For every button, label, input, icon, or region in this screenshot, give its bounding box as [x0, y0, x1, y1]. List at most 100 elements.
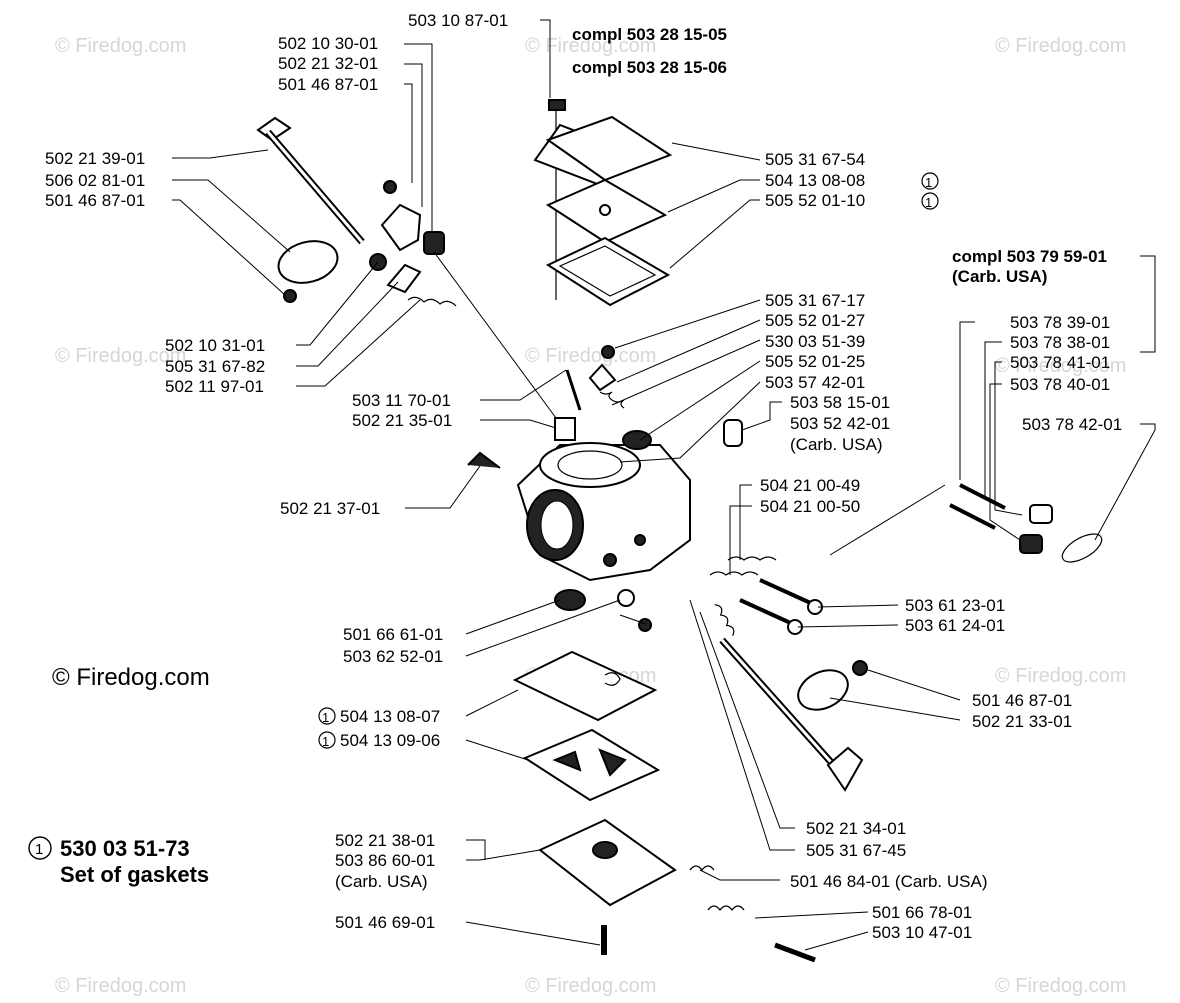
watermark: © Firedog.com: [525, 345, 656, 367]
part-label: 503 10 47-01: [872, 923, 972, 942]
part-label: 505 31 67-54: [765, 150, 865, 169]
part-label: 502 10 30-01: [278, 34, 378, 53]
part-label: 504 13 09-06: [340, 731, 440, 750]
usa-needle-group: [829, 483, 1103, 563]
part-label: 503 11 70-01: [352, 391, 451, 410]
watermark: © Firedog.com: [995, 975, 1126, 997]
part-label: 501 46 69-01: [335, 913, 435, 932]
part-label: 504 21 00-50: [760, 497, 860, 516]
inlet-needle-group: [565, 345, 743, 450]
part-label: 502 21 39-01: [45, 149, 145, 168]
gasket-marker: 1: [322, 710, 329, 725]
inlet-needle-seat: [554, 417, 576, 441]
metering-cover: [538, 818, 677, 907]
lever-screw: [383, 180, 397, 194]
part-label: 502 21 38-01: [335, 831, 435, 850]
part-label: 505 52 01-27: [765, 311, 865, 330]
metering-gasket: [512, 650, 658, 722]
part-label: 502 21 33-01: [972, 712, 1072, 731]
part-label: 503 58 15-01: [790, 393, 890, 412]
watermark: © Firedog.com: [995, 355, 1126, 377]
part-label: 506 02 81-01: [45, 171, 145, 190]
pump-cover-group: [533, 99, 673, 307]
gasket-set-legend: 1 530 03 51-73 Set of gaskets: [28, 836, 209, 887]
part-label: 503 78 38-01: [1010, 333, 1110, 352]
part-label: 505 31 67-45: [806, 841, 906, 860]
part-label: 503 10 87-01: [408, 11, 508, 30]
part-label: 501 46 87-01: [278, 75, 378, 94]
throttle-link: [386, 263, 422, 294]
usa-kit-label: compl 503 79 59-01: [952, 247, 1107, 266]
part-label: 501 66 78-01: [872, 903, 972, 922]
leader-lines: [172, 19, 1156, 951]
part-label: 503 78 42-01: [1022, 415, 1122, 434]
part-label: 502 21 35-01: [352, 411, 452, 430]
throttle-screw: [283, 289, 297, 303]
gasket-marker: 1: [925, 175, 932, 190]
pump-gasket: [545, 236, 671, 307]
part-label: 501 46 87-01: [45, 191, 145, 210]
part-label: 503 57 42-01: [765, 373, 865, 392]
choke-group: [719, 637, 868, 792]
kit-label-2: compl 503 28 15-06: [572, 58, 727, 77]
part-label-note: (Carb. USA): [335, 872, 428, 891]
watermark: © Firedog.com: [995, 665, 1126, 687]
part-label: 505 31 67-82: [165, 357, 265, 376]
metering-group: [512, 589, 816, 963]
part-label: 504 13 08-08: [765, 171, 865, 190]
watermark: © Firedog.com: [55, 345, 186, 367]
part-label: 505 52 01-25: [765, 352, 865, 371]
throttle-group: [256, 116, 457, 307]
part-label-note: (Carb. USA): [790, 435, 883, 454]
carburetor-body: [467, 417, 691, 582]
part-labels: 503 10 87-01 502 10 30-01 502 21 32-01 5…: [45, 11, 1122, 942]
part-label: 503 61 24-01: [905, 616, 1005, 635]
gasket-marker: 1: [322, 734, 329, 749]
watermark: © Firedog.com: [525, 35, 656, 57]
part-label: 501 66 61-01: [343, 625, 443, 644]
lever-arm: [380, 203, 422, 252]
cover-screw: [548, 99, 566, 111]
part-label: 501 46 84-01 (Carb. USA): [790, 872, 988, 891]
gasket-set-name: Set of gaskets: [60, 862, 209, 887]
gasket-set-number: 530 03 51-73: [60, 836, 190, 861]
part-label: 503 52 42-01: [790, 414, 890, 433]
hex-key: [467, 451, 501, 469]
part-label: 504 21 00-49: [760, 476, 860, 495]
main-watermark: © Firedog.com: [52, 664, 210, 691]
part-label: 530 03 51-39: [765, 332, 865, 351]
part-label: 504 13 08-07: [340, 707, 440, 726]
pump-cover-plate: [545, 115, 673, 182]
part-label: 505 52 01-10: [765, 191, 865, 210]
part-label: 502 21 34-01: [806, 819, 906, 838]
watermark: © Firedog.com: [995, 35, 1126, 57]
part-label: 502 21 32-01: [278, 54, 378, 73]
gasket-marker: 1: [925, 195, 932, 210]
watermark: © Firedog.com: [55, 975, 186, 997]
part-label: 505 31 67-17: [765, 291, 865, 310]
throttle-valve: [277, 240, 339, 284]
part-label: 502 21 37-01: [280, 499, 380, 518]
lever-bushing: [423, 231, 445, 255]
part-label: 503 62 52-01: [343, 647, 443, 666]
part-label: 503 78 40-01: [1010, 375, 1110, 394]
watermark: © Firedog.com: [55, 35, 186, 57]
usa-kit-note: (Carb. USA): [952, 267, 1047, 286]
filter-screen: [622, 430, 652, 450]
kit-label-1: compl 503 28 15-05: [572, 25, 727, 44]
needle-group: [709, 556, 823, 637]
metering-diaphragm: [522, 728, 661, 802]
legend-marker: 1: [35, 841, 43, 858]
part-label: 503 61 23-01: [905, 596, 1005, 615]
fuel-filter: [554, 589, 586, 611]
part-label: 503 78 39-01: [1010, 313, 1110, 332]
return-spring: [407, 296, 457, 307]
part-label: 502 11 97-01: [165, 377, 264, 396]
part-label: 503 86 60-01: [335, 851, 435, 870]
part-label: 503 78 41-01: [1010, 353, 1110, 372]
watermark: © Firedog.com: [525, 975, 656, 997]
limiter-cap: [723, 419, 743, 447]
part-label: 502 10 31-01: [165, 336, 265, 355]
part-label: 501 46 87-01: [972, 691, 1072, 710]
